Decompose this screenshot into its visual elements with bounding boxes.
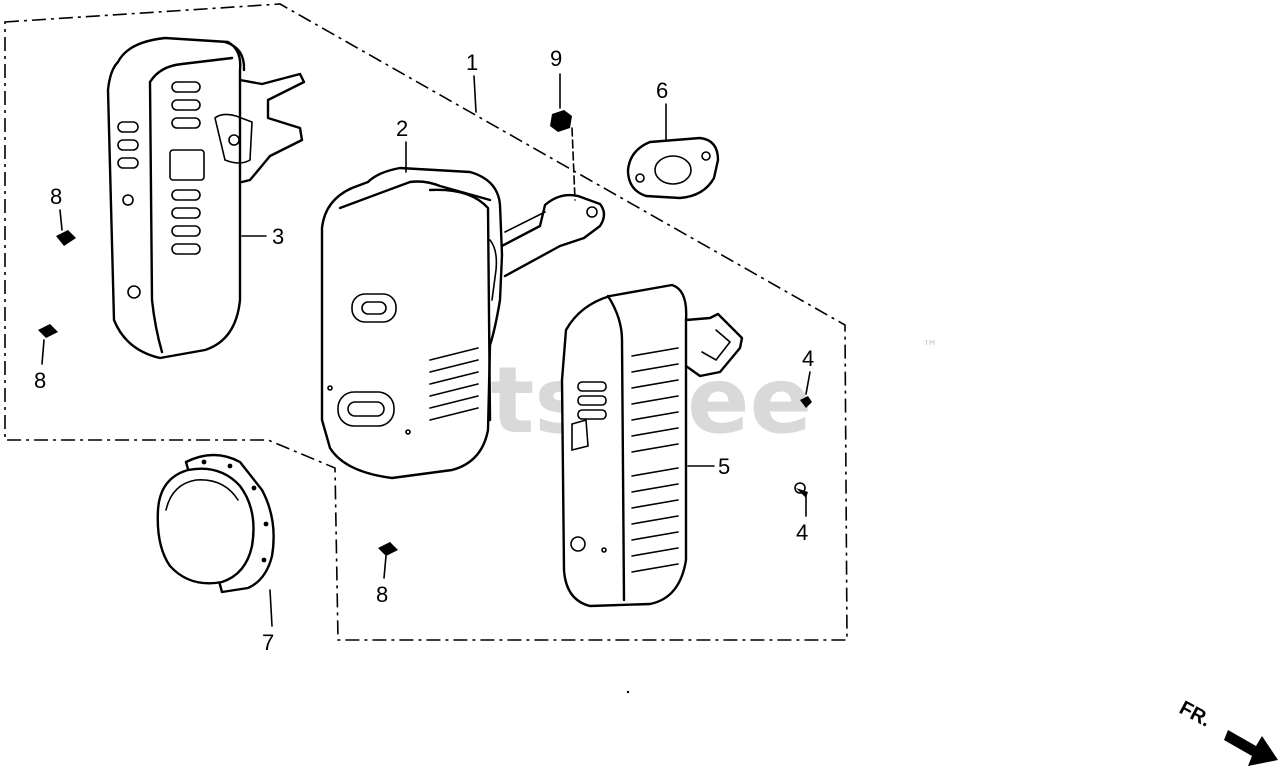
tapping-screw-lower[interactable]: [794, 482, 808, 498]
assembly-boundary: [4, 3, 848, 641]
front-arrow-icon: [1224, 730, 1278, 766]
watermark-trademark: ™: [922, 337, 938, 356]
front-direction-indicator: FR.: [1176, 697, 1278, 766]
screw-bottom-left[interactable]: [38, 324, 58, 338]
leader-1: [473, 75, 477, 113]
callout-4a: 4: [802, 346, 814, 371]
callout-7: 6: [656, 78, 668, 103]
leader-8b: [41, 339, 45, 365]
callout-8b: 8: [34, 368, 46, 393]
exhaust-deflector[interactable]: [156, 453, 275, 594]
nut[interactable]: [550, 110, 572, 132]
muffler-body[interactable]: [320, 166, 606, 480]
callout-9: 9: [550, 46, 562, 71]
leader-9-axis: [571, 127, 576, 201]
callout-8c: 8: [376, 582, 388, 607]
callout-1: 1: [466, 50, 478, 75]
screw-top-left[interactable]: [56, 230, 76, 246]
callout-3: 3: [272, 224, 284, 249]
tapping-screw-upper[interactable]: [800, 396, 812, 408]
leader-8c: [383, 555, 387, 579]
callout-5: 5: [718, 454, 730, 479]
callout-8a: 8: [50, 184, 62, 209]
leader-4a: [805, 371, 811, 395]
screw-center[interactable]: [378, 542, 398, 556]
leader-6: [269, 589, 273, 627]
callout-2: 2: [396, 116, 408, 141]
callout-4b: 4: [796, 520, 808, 545]
front-label: FR.: [1176, 697, 1215, 732]
callout-6: 7: [262, 630, 274, 655]
exhaust-gasket[interactable]: [626, 136, 720, 200]
leader-8a: [59, 209, 63, 231]
muffler-protector-right[interactable]: [560, 283, 744, 608]
muffler-protector-left[interactable]: [106, 36, 306, 360]
